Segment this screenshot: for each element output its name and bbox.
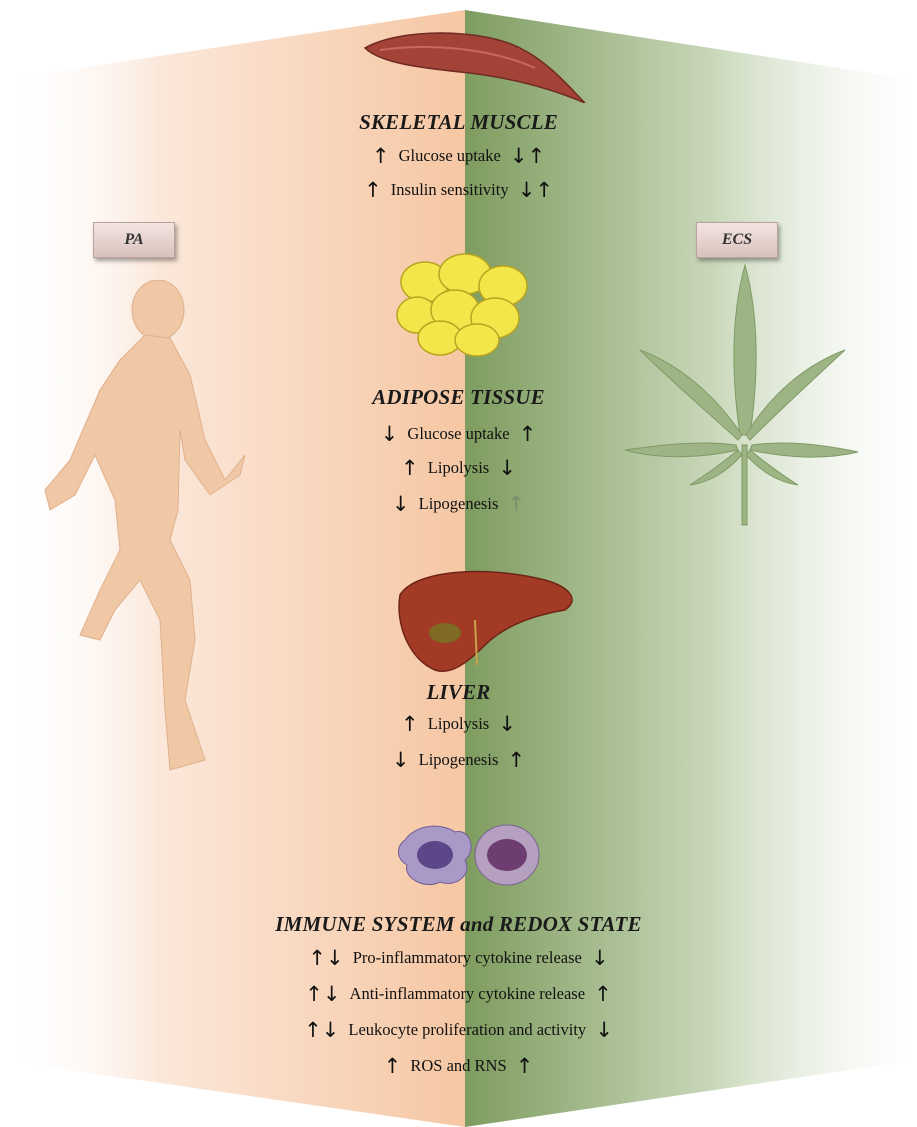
- immune-system-row: ↑↓ Anti-inflammatory cytokine release ↑: [0, 984, 917, 1005]
- pa-label: PA: [93, 222, 175, 258]
- running-person-illustration: [20, 280, 250, 780]
- skeletal-muscle-title: SKELETAL MUSCLE: [0, 110, 917, 135]
- effect-label: Glucose uptake: [399, 146, 501, 165]
- ecs-effect-arrow: ↓: [591, 948, 609, 969]
- effect-label: Lipolysis: [428, 714, 489, 733]
- adipose-tissue-title: ADIPOSE TISSUE: [0, 385, 917, 410]
- ecs-effect-arrow: ↑: [516, 1056, 534, 1077]
- skeletal-muscle-row: ↑ Glucose uptake ↓↑: [0, 146, 917, 167]
- adipose-tissue-row: ↓ Lipogenesis ↑: [0, 494, 917, 515]
- immune-system-title: IMMUNE SYSTEM and REDOX STATE: [0, 912, 917, 937]
- liver-illustration: [395, 565, 580, 680]
- effect-label: Pro-inflammatory cytokine release: [353, 948, 582, 967]
- ecs-effect-arrow: ↓↑: [510, 146, 545, 167]
- immune-cells-illustration: [395, 820, 545, 890]
- skeletal-muscle-row: ↑ Insulin sensitivity ↓↑: [0, 180, 917, 201]
- pa-effect-arrow: ↓: [381, 424, 399, 445]
- effect-label: Glucose uptake: [407, 424, 509, 443]
- immune-system-row: ↑↓ Leukocyte proliferation and activity …: [0, 1020, 917, 1041]
- liver-title: LIVER: [0, 680, 917, 705]
- pa-effect-arrow: ↑↓: [308, 948, 343, 969]
- ecs-effect-arrow: ↑: [519, 424, 537, 445]
- effect-label: Leukocyte proliferation and activity: [348, 1020, 586, 1039]
- ecs-label: ECS: [696, 222, 778, 258]
- ecs-effect-arrow: ↓: [498, 714, 516, 735]
- pa-effect-arrow: ↑: [384, 1056, 402, 1077]
- effect-label: Lipogenesis: [419, 494, 499, 513]
- effect-label: Lipolysis: [428, 458, 489, 477]
- effect-label: ROS and RNS: [410, 1056, 506, 1075]
- immune-system-row: ↑↓ Pro-inflammatory cytokine release ↓: [0, 948, 917, 969]
- ecs-effect-arrow: ↑: [508, 494, 526, 515]
- adipose-tissue-row: ↓ Glucose uptake ↑: [0, 424, 917, 445]
- ecs-effect-arrow: ↑: [508, 750, 526, 771]
- adipose-tissue-row: ↑ Lipolysis ↓: [0, 458, 917, 479]
- pa-effect-arrow: ↑: [372, 146, 390, 167]
- pa-effect-arrow: ↓: [392, 494, 410, 515]
- effect-label: Lipogenesis: [419, 750, 499, 769]
- ecs-effect-arrow: ↓: [595, 1020, 613, 1041]
- pa-effect-arrow: ↑: [364, 180, 382, 201]
- pa-effect-arrow: ↑: [401, 458, 419, 479]
- liver-row: ↑ Lipolysis ↓: [0, 714, 917, 735]
- liver-row: ↓ Lipogenesis ↑: [0, 750, 917, 771]
- pa-effect-arrow: ↑↓: [305, 984, 340, 1005]
- effect-label: Insulin sensitivity: [391, 180, 509, 199]
- skeletal-muscle-illustration: [360, 18, 590, 103]
- immune-system-row: ↑ ROS and RNS ↑: [0, 1056, 917, 1077]
- ecs-effect-arrow: ↓: [498, 458, 516, 479]
- ecs-effect-arrow: ↓↑: [518, 180, 553, 201]
- pa-effect-arrow: ↓: [392, 750, 410, 771]
- adipose-cells-illustration: [395, 250, 535, 360]
- pa-effect-arrow: ↑: [401, 714, 419, 735]
- ecs-effect-arrow: ↑: [594, 984, 612, 1005]
- effect-label: Anti-inflammatory cytokine release: [350, 984, 586, 1003]
- pa-effect-arrow: ↑↓: [304, 1020, 339, 1041]
